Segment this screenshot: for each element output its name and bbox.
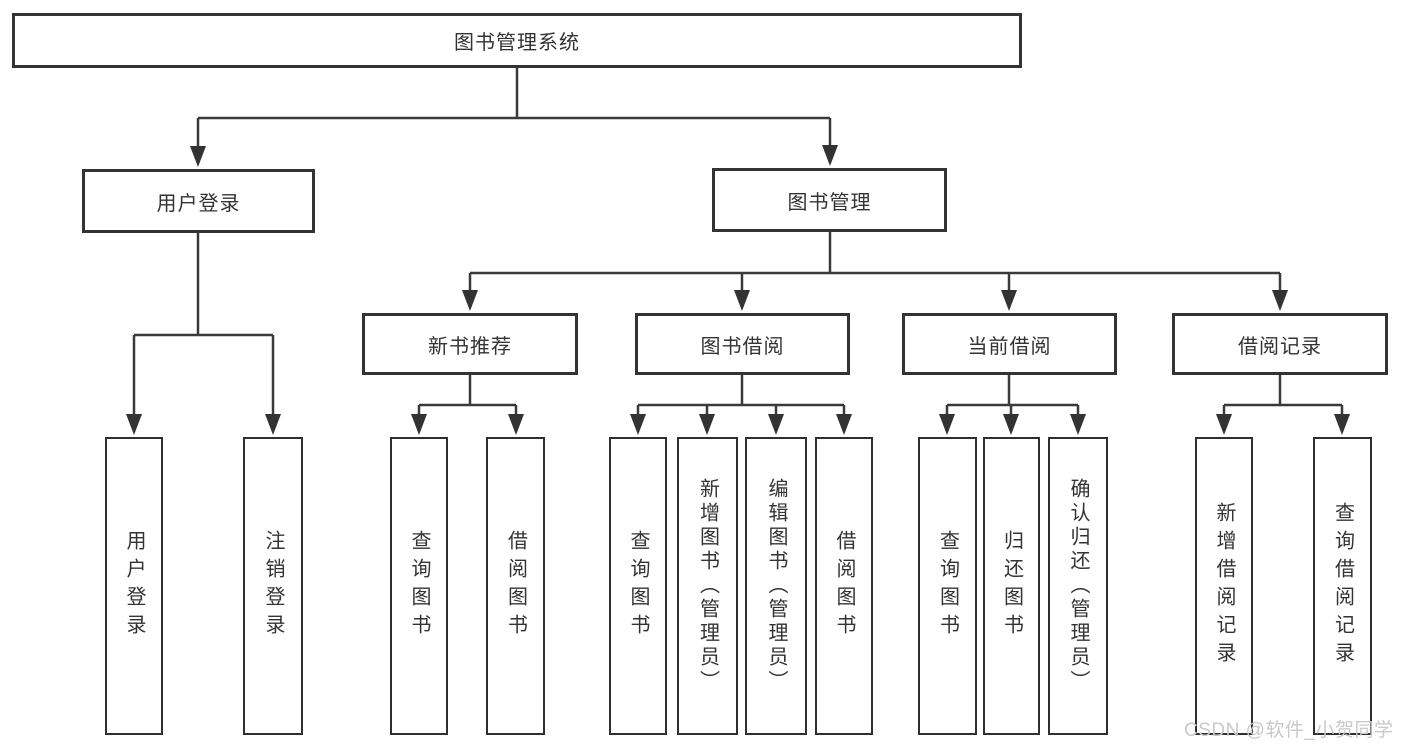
leaf-add-books-admin: 新增图书（管理员）: [677, 437, 738, 735]
node-new-book-recommend: 新书推荐: [362, 313, 578, 375]
leaf-borrow-books-recommend: 借阅图书: [486, 437, 545, 735]
leaf-logout: 注销登录: [243, 437, 303, 735]
node-current-borrow: 当前借阅: [902, 313, 1117, 375]
leaf-confirm-return-admin: 确认归还（管理员）: [1048, 437, 1108, 735]
leaf-edit-books-admin: 编辑图书（管理员）: [745, 437, 807, 735]
leaf-user-login: 用户登录: [105, 437, 163, 735]
node-borrow-records: 借阅记录: [1172, 313, 1388, 375]
leaf-query-books-current: 查询图书: [918, 437, 977, 735]
node-book-management: 图书管理: [712, 168, 947, 232]
leaf-borrow-books: 借阅图书: [815, 437, 873, 735]
connector-arrowheads: [126, 145, 1350, 435]
connector-stems: [132, 66, 1344, 416]
node-book-borrow: 图书借阅: [635, 313, 850, 375]
leaf-query-books-borrow: 查询图书: [609, 437, 667, 735]
leaf-add-borrow-record: 新增借阅记录: [1195, 437, 1253, 735]
node-root: 图书管理系统: [12, 13, 1022, 68]
node-user-login: 用户登录: [82, 169, 315, 233]
leaf-query-books-recommend: 查询图书: [390, 437, 448, 735]
leaf-query-borrow-record: 查询借阅记录: [1313, 437, 1372, 735]
leaf-return-books: 归还图书: [983, 437, 1040, 735]
csdn-watermark: CSDN @软件_小贺同学: [1184, 720, 1394, 741]
